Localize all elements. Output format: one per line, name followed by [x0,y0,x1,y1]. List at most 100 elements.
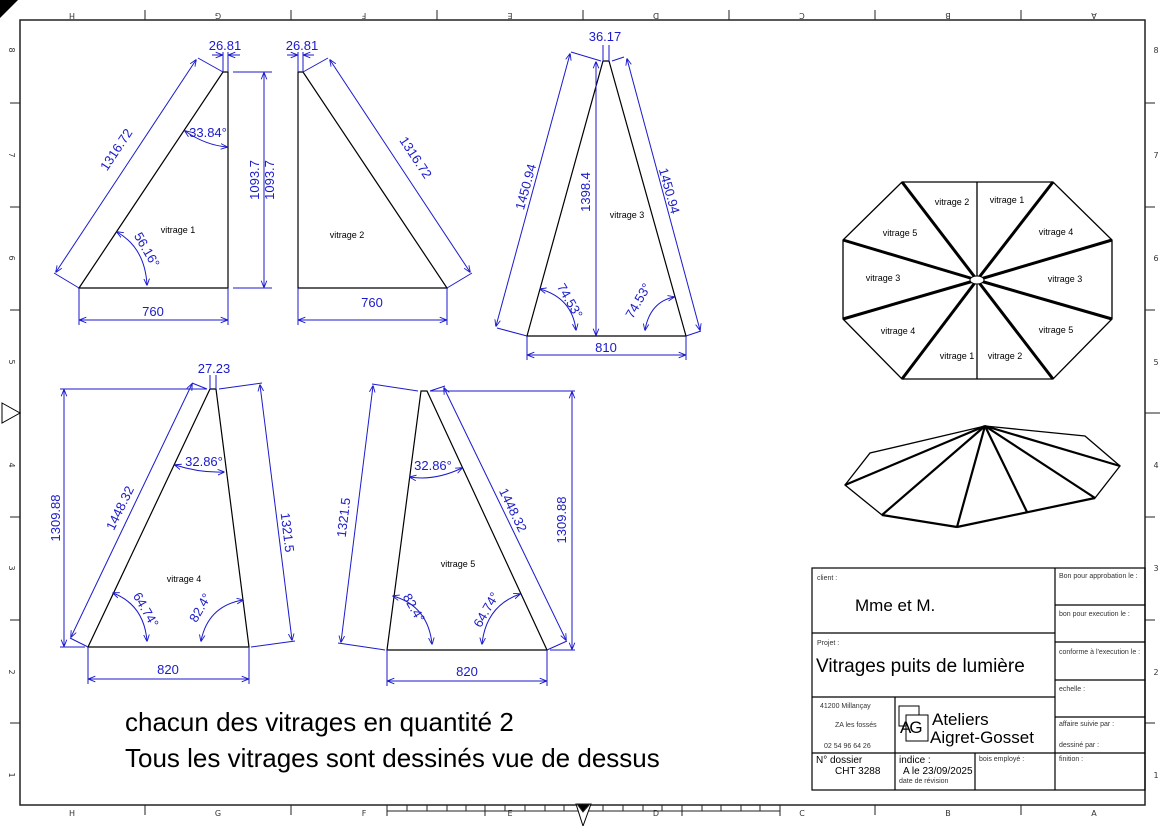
dimension-height: 1398.4 [578,172,593,212]
address-street: ZA les fossés [835,722,877,729]
dimension-top-width: 36.17 [589,29,622,44]
dossier-number: CHT 3288 [835,766,881,777]
dimension-base: 760 [142,304,164,319]
indice-value: A le 23/09/2025 [903,766,973,777]
vitrage-5-drawing: 1321.5 32.86° 1448.32 1309.88 vitrage 5 … [334,383,575,686]
company-name-2: Aigret-Gosset [930,728,1034,747]
dimension-height: 1309.88 [554,497,569,544]
dimension-height: 1093.7 [262,160,277,200]
zone-label: 8 [1153,46,1158,55]
title-block: client : Mme et M. Projet : Vitrages pui… [811,567,1146,791]
approbation-label: Bon pour approbation le : [1059,573,1138,580]
dimension-angle-top: 32.86° [185,454,223,469]
zone-label: E [507,809,512,818]
zone-label: C [799,809,805,818]
client-label: client : [817,575,837,582]
echelle-label: echelle : [1059,686,1085,693]
zone-label: C [799,11,805,20]
dimension-angle-top: 33.84° [189,125,227,140]
dimension-side-left: 1450.94 [512,162,539,211]
company-logo: AG [898,705,929,742]
zone-label: 5 [1153,358,1158,367]
bois-label: bois employé : [979,756,1024,763]
client-name: Mme et M. [855,596,935,615]
dimension-side-right: 1450.94 [656,166,683,215]
vitrage-1-drawing: 26.81 1316.72 33.84° 56.16° 1093.7 1093.… [53,38,277,325]
dimension-side: 1321.5 [334,497,354,538]
projet-label: Projet : [817,640,839,647]
dimension-hypotenuse: 1316.72 [97,126,135,173]
zone-label: 4 [7,462,16,467]
zone-label: 8 [7,47,16,52]
bottom-scale [386,803,781,826]
dimension-height: 1309.88 [48,495,63,542]
zone-label: 1 [1153,771,1158,780]
zone-label: A [1091,809,1097,818]
dimension-angle-top: 32.86° [414,458,452,473]
affaire-label: affaire suivie par : [1059,721,1114,728]
plan-label: vitrage 2 [988,351,1023,361]
dimension-hypotenuse: 1316.72 [397,134,435,181]
zone-label: 7 [1153,151,1158,160]
note-view: Tous les vitrages sont dessinés vue de d… [125,743,660,773]
plan-label: vitrage 4 [1039,227,1074,237]
zone-label: 2 [1153,668,1158,677]
dimension-hypotenuse: 1448.32 [496,486,530,535]
zone-label: F [361,11,366,20]
address-city: 41200 Millançay [820,703,871,710]
company-name-1: Ateliers [932,710,989,729]
zone-label: F [362,809,367,818]
note-quantity: chacun des vitrages en quantité 2 [125,707,514,737]
conforme-label: conforme à l'execution le : [1059,649,1140,656]
dimension-base: 760 [361,295,383,310]
corner-mark-icon [0,0,18,18]
dimension-base: 820 [157,662,179,677]
zone-label: 7 [7,152,16,157]
plan-view-octagon: vitrage 2 vitrage 1 vitrage 4 vitrage 3 … [842,181,1113,380]
dimension-top-width: 27.23 [198,361,231,376]
zone-label: 1 [7,772,16,777]
logo-letters: AG [900,718,921,737]
plan-label: vitrage 1 [940,351,975,361]
zone-label: D [653,809,659,818]
dimension-base: 820 [456,664,478,679]
dossier-label: N° dossier [816,755,863,766]
zone-label: H [69,809,75,818]
dimension-hypotenuse: 1448.32 [103,484,137,533]
zone-label: G [215,809,221,818]
dessine-label: dessiné par : [1059,742,1099,749]
vitrage-3-drawing: 36.17 1450.94 1398.4 1450.94 vitrage 3 7… [496,29,701,360]
plan-label: vitrage 5 [883,228,918,238]
vitrage-label: vitrage 5 [441,559,476,569]
zone-label: 3 [7,565,16,570]
indice-label: indice : [899,755,931,766]
vitrage-label: vitrage 2 [330,230,365,240]
revision-label: date de révision [899,778,949,785]
zone-label: 5 [7,359,16,364]
projet-name: Vitrages puits de lumière [816,656,1025,677]
plan-label: vitrage 5 [1039,325,1074,335]
dimension-top-width: 26.81 [209,38,242,53]
zone-label: D [653,11,659,20]
plan-label: vitrage 4 [881,326,916,336]
dimension-side: 1321.5 [278,512,298,553]
phone-number: 02 54 96 64 26 [824,743,871,750]
plan-label: vitrage 1 [990,195,1025,205]
plan-label: vitrage 3 [1048,274,1083,284]
dimension-base: 810 [595,340,617,355]
dimension-top-width: 26.81 [286,38,319,53]
zone-label: 4 [1153,461,1158,470]
zone-label: H [69,11,75,20]
zone-label: G [215,11,221,20]
centering-mark-icon [1,402,22,424]
vitrage-label: vitrage 3 [610,210,645,220]
zone-label: 2 [7,669,16,674]
plan-label: vitrage 2 [935,197,970,207]
finition-label: finition : [1059,756,1083,763]
zone-label: 6 [7,255,16,260]
zone-label: A [1091,11,1097,20]
vitrage-label: vitrage 4 [167,574,202,584]
zone-label: E [507,11,512,20]
